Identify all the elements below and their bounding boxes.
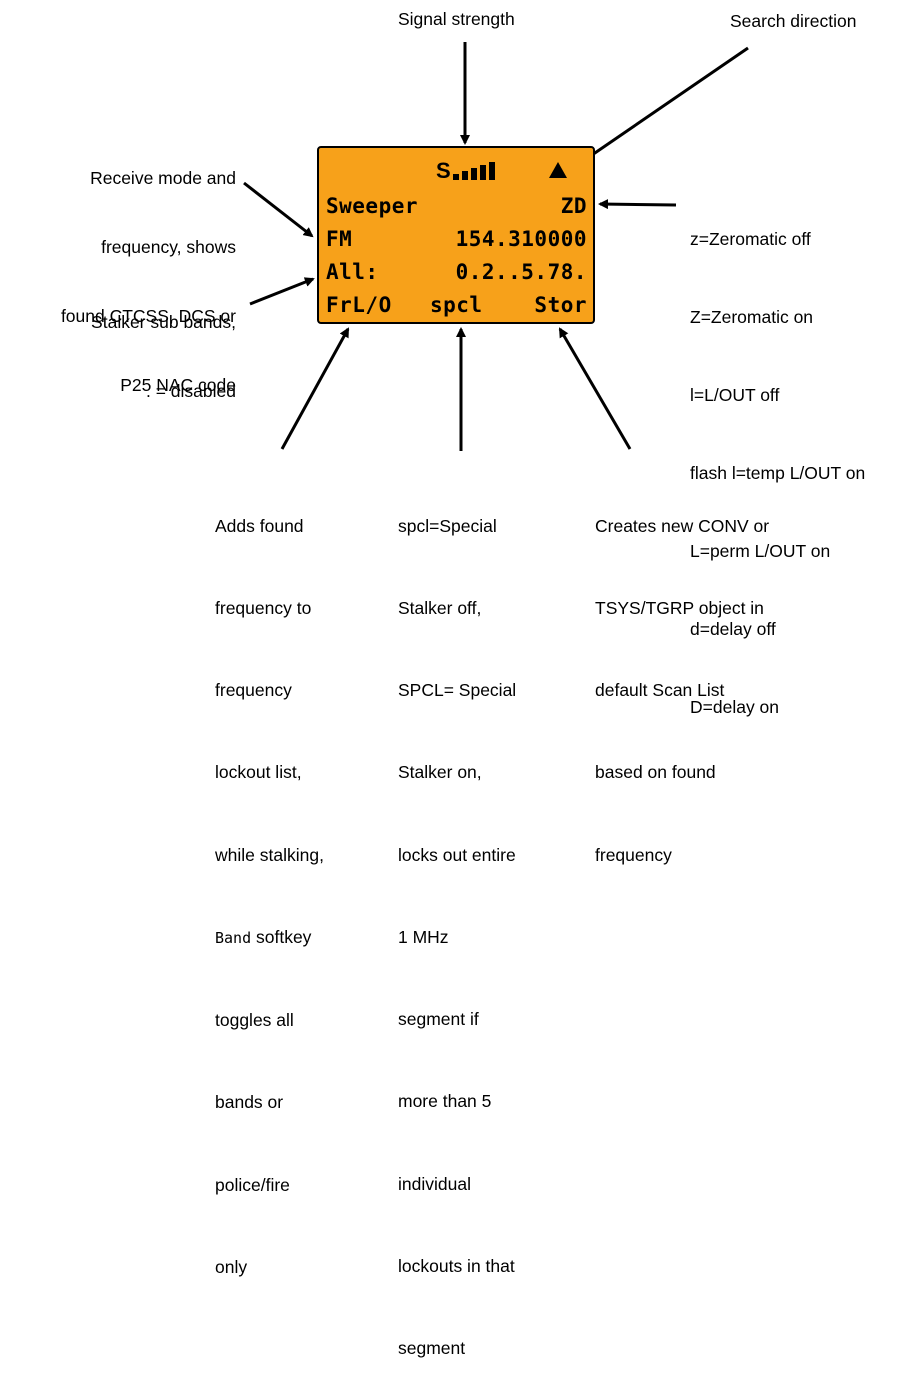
frlo-description: Adds found frequency to frequency lockou… (215, 515, 324, 1277)
signal-bar (471, 168, 477, 180)
signal-bar (453, 174, 459, 180)
arrow-stalker-bands (249, 277, 315, 306)
arrow-stor (558, 327, 632, 450)
lcd-sub-bands: 0.2..5.78. (455, 260, 587, 284)
softkey-stor[interactable]: Stor (534, 293, 587, 317)
search-direction-icon (549, 162, 567, 178)
softkey-spcl[interactable]: spcl (430, 293, 483, 317)
signal-bar (489, 162, 495, 180)
receive-mode-label: Receive mode and frequency, shows found … (60, 168, 236, 395)
lcd-modulation: FM (326, 227, 353, 251)
signal-letter: S (436, 158, 451, 183)
signal-strength-label: Signal strength (398, 9, 515, 29)
band-softkey-ref: Band (215, 928, 252, 947)
lcd-band-label: All: (326, 260, 379, 284)
signal-bar (462, 171, 468, 180)
arrow-frlo (280, 327, 350, 450)
lcd-zd-flags: ZD (560, 194, 587, 218)
annotation-arrows (243, 42, 749, 451)
search-direction-label: Search direction (730, 11, 857, 31)
lcd-frequency: 154.310000 (455, 227, 587, 251)
spcl-description: spcl=Special Stalker off, SPCL= Special … (398, 515, 517, 1358)
lcd-mode-name: Sweeper (326, 194, 419, 218)
arrow-zero-flags (598, 199, 677, 210)
signal-bar (480, 165, 486, 180)
stor-description: Creates new CONV or TSYS/TGRP object in … (595, 515, 770, 865)
zeromatic-legend: z=Zeromatic off Z=Zeromatic on l=L/OUT o… (690, 229, 866, 717)
softkey-frlo[interactable]: FrL/O (326, 293, 392, 317)
stalker-bands-label: Stalker sub bands, . = disabled (91, 312, 236, 401)
arrow-receive-mode (243, 181, 314, 238)
signal-bars-icon (453, 162, 498, 180)
arrow-search-direction (571, 46, 749, 170)
lcd-display: S Sweeper ZD FM 154.310000 All: 0.2..5.7… (317, 146, 595, 324)
